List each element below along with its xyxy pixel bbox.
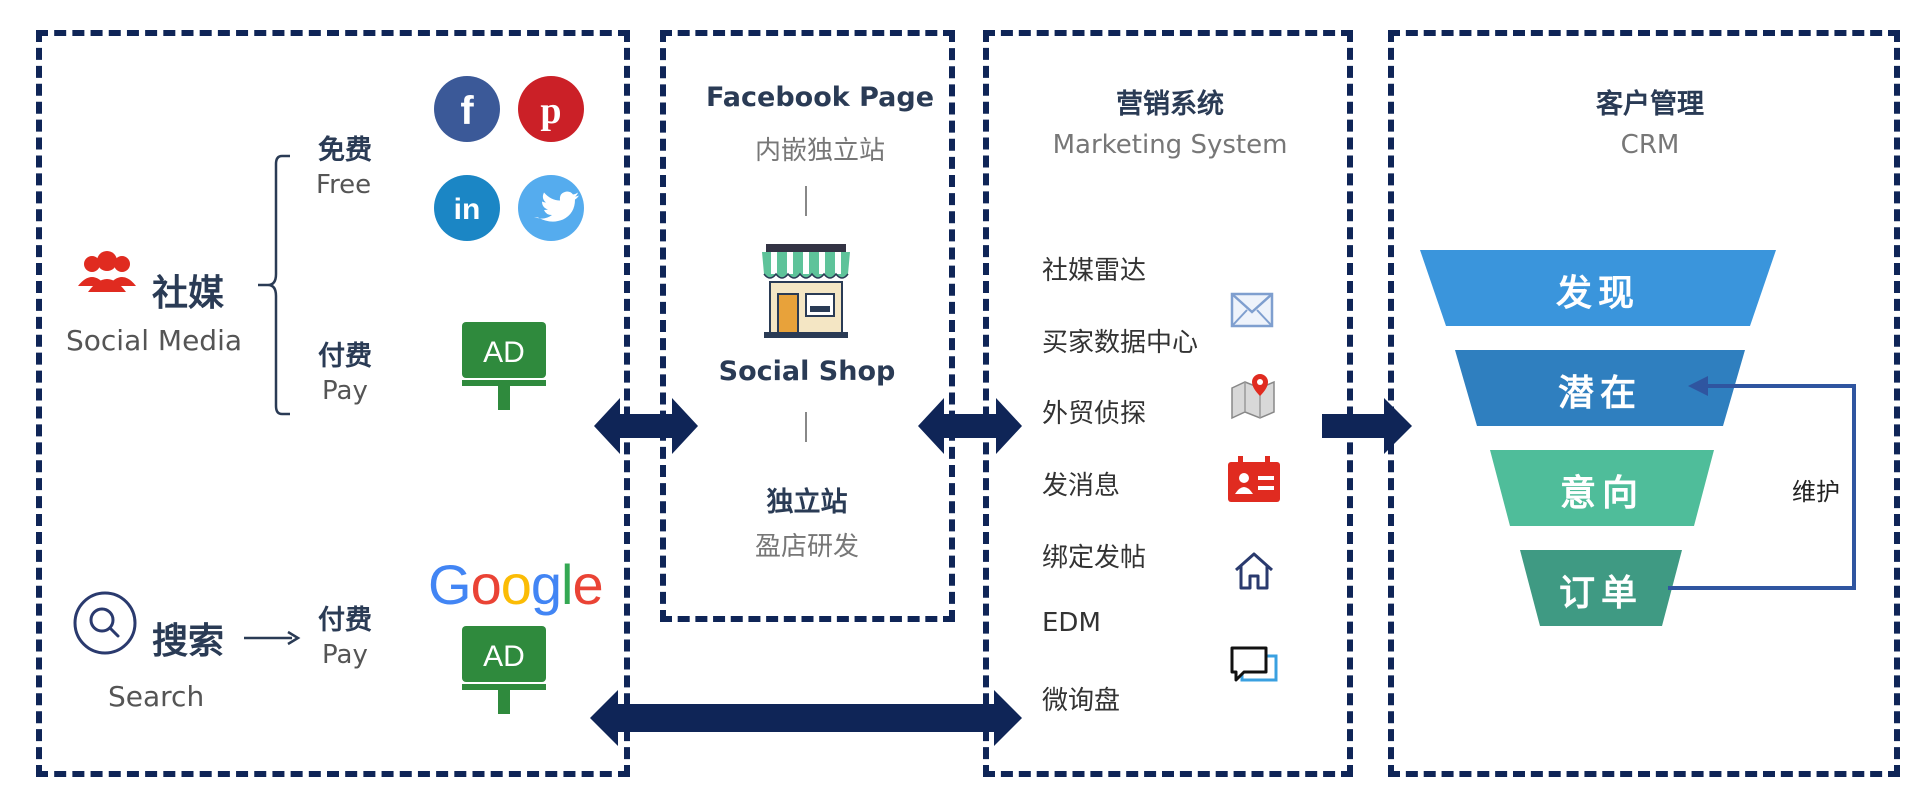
search-icon: [73, 591, 137, 655]
channels-panel: [36, 30, 630, 777]
facebook-icon: f: [434, 76, 500, 142]
social-media-subtitle: Social Media: [66, 324, 243, 357]
marketing-item-bind-post: 绑定发帖: [1042, 543, 1147, 573]
contact-card-icon: [1228, 456, 1280, 502]
marketing-item-inquiry: 微询盘: [1042, 686, 1121, 716]
ad-badge-search-label: AD: [483, 640, 525, 673]
marketing-item-social-radar: 社媒雷达: [1042, 256, 1147, 286]
crm-subtitle: CRM: [1620, 130, 1680, 160]
funnel-label-potential: 潜在: [1557, 373, 1642, 414]
social-shop-label: Social Shop: [718, 356, 896, 387]
standalone-subtitle: 盈店研发: [754, 532, 859, 562]
funnel-label-order: 订单: [1558, 573, 1643, 614]
double-arrow-channels-shop: [594, 398, 698, 454]
maintenance-label: 维护: [1792, 478, 1840, 506]
arrow-right-icon: [244, 630, 301, 646]
funnel-stage-discover: [1420, 250, 1776, 326]
marketing-title: 营销系统: [1116, 89, 1224, 120]
people-group-icon: [78, 251, 136, 292]
maintenance-loop-arrow: [1668, 376, 1856, 590]
paid-search-subtitle: Pay: [322, 640, 368, 670]
funnel-label-intent: 意向: [1559, 473, 1644, 514]
search-title: 搜索: [152, 621, 225, 662]
ad-badge-social-label: AD: [483, 336, 525, 369]
ad-badge-social-icon: AD: [462, 322, 546, 410]
svg-text:f: f: [460, 89, 474, 133]
map-pin-icon: [1231, 374, 1275, 420]
shop-panel: [660, 30, 955, 622]
twitter-icon: [518, 175, 584, 241]
ad-badge-search-icon: AD: [462, 626, 546, 714]
brace-connector: [258, 154, 290, 416]
marketing-item-send-message: 发消息: [1042, 471, 1121, 501]
paid-search-title: 付费: [318, 605, 372, 636]
linkedin-icon: in: [434, 175, 500, 241]
marketing-item-trade-detective: 外贸侦探: [1042, 399, 1147, 429]
svg-text:in: in: [454, 193, 481, 226]
standalone-title: 独立站: [766, 487, 848, 518]
funnel-label-discover: 发现: [1555, 273, 1640, 314]
shop-title: Facebook Page: [705, 82, 935, 113]
arrow-marketing-crm: [1322, 398, 1412, 454]
free-subtitle: Free: [316, 170, 372, 200]
funnel-stage-potential: [1455, 350, 1745, 426]
paid-social-subtitle: Pay: [322, 376, 368, 406]
free-title: 免费: [318, 135, 372, 166]
envelope-icon: [1230, 292, 1274, 328]
chat-bubble-icon: [1230, 646, 1278, 682]
social-media-title: 社媒: [152, 273, 225, 314]
crm-panel: [1388, 30, 1900, 777]
marketing-item-buyer-data: 买家数据中心: [1042, 328, 1199, 358]
search-subtitle: Search: [108, 680, 205, 713]
shop-subtitle: 内嵌独立站: [754, 136, 885, 166]
divider-top: [805, 186, 807, 216]
shop-store-icon: [762, 244, 850, 338]
home-icon: [1235, 552, 1273, 590]
double-arrow-search-marketing: [590, 690, 1022, 746]
funnel-stage-intent: [1490, 450, 1714, 526]
marketing-item-edm: EDM: [1042, 608, 1101, 638]
crm-title: 客户管理: [1596, 89, 1704, 120]
double-arrow-shop-marketing: [918, 398, 1022, 454]
paid-social-title: 付费: [318, 341, 372, 372]
svg-text:p: p: [540, 90, 561, 132]
funnel-stage-order: [1520, 550, 1682, 626]
marketing-panel: [983, 30, 1353, 777]
marketing-subtitle: Marketing System: [1052, 130, 1288, 160]
divider-bottom: [805, 412, 807, 442]
google-logo: Google: [428, 553, 604, 616]
pinterest-icon: p: [518, 76, 584, 142]
